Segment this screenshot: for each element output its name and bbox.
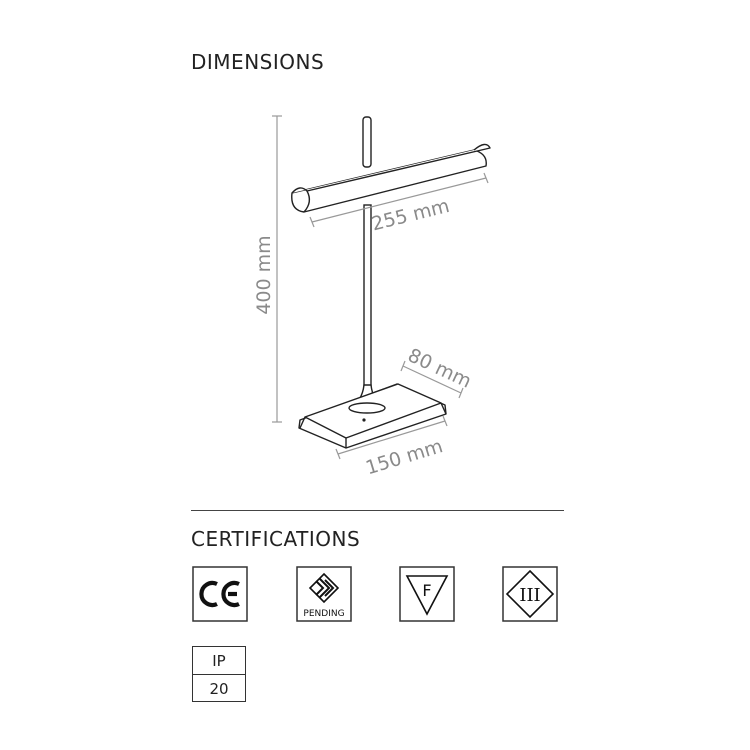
certifications-title: CERTIFICATIONS <box>191 527 361 551</box>
svg-text:F: F <box>422 581 431 600</box>
svg-text:PENDING: PENDING <box>303 609 344 619</box>
base-width-dimension-line <box>335 415 448 460</box>
enec-pending-icon: PENDING <box>296 566 352 622</box>
stem-foot <box>348 402 386 414</box>
shade-width-dimension-line <box>309 172 489 228</box>
ip-label: IP <box>212 651 226 670</box>
height-dimension-line <box>272 115 282 423</box>
dimensions-title: DIMENSIONS <box>191 50 325 74</box>
lamp-stem <box>348 204 386 409</box>
ce-mark-icon <box>192 566 248 622</box>
class-iii-icon: III <box>502 566 558 622</box>
base-switch <box>362 418 366 422</box>
base-width-label: 150 mm <box>363 435 445 479</box>
base-depth-label: 80 mm <box>404 344 474 392</box>
section-divider <box>191 510 564 511</box>
shade-width-label: 255 mm <box>369 195 451 236</box>
svg-text:III: III <box>519 585 540 606</box>
ip-value: 20 <box>193 674 245 702</box>
lamp-shade <box>291 143 491 213</box>
f-mark-icon: F <box>399 566 455 622</box>
base-depth-dimension-line <box>400 360 464 399</box>
height-label: 400 mm <box>253 235 275 314</box>
lamp-base <box>298 383 447 449</box>
lamp-dimension-drawing: 400 mm 255 mm 80 mm <box>253 115 491 479</box>
lamp-upper-arm <box>362 116 372 168</box>
ip-rating-badge: IP 20 <box>192 646 246 702</box>
